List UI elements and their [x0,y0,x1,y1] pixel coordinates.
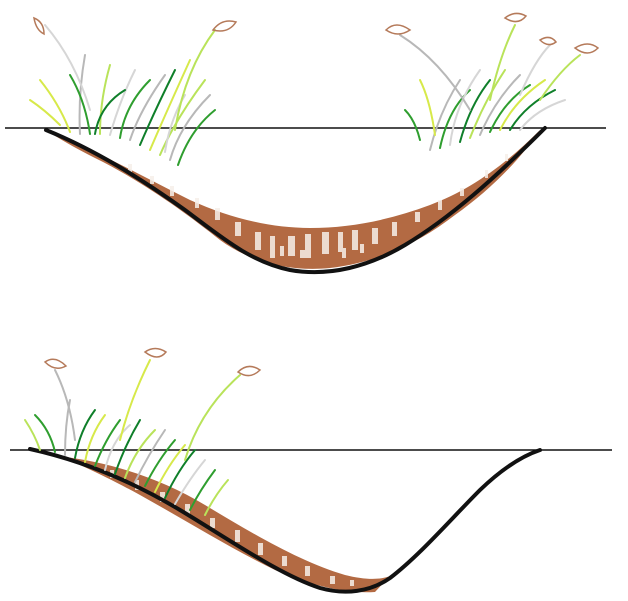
grass-icon [100,65,110,134]
grass-icon [75,410,95,458]
seed-head-icon [213,21,236,31]
grass-icon [460,80,490,142]
grass-icon [205,480,228,515]
grass-icon [400,35,470,110]
bottom-left-seed-heads [45,349,260,376]
grass-icon [185,375,240,460]
grass-icon [40,80,70,132]
seed-head-icon [575,44,598,53]
grass-icon [165,450,195,498]
top-left-grass-clump [30,25,215,165]
grass-icon [420,80,435,135]
grass-icon [135,430,165,482]
grass-icon [178,110,215,165]
grass-icon [405,110,420,140]
seed-head-icon [145,349,166,358]
bottom-sediment-fill [58,456,390,592]
grass-icon [520,100,565,130]
seed-head-icon [238,366,260,375]
seed-head-icon [34,18,44,34]
bottom-panel [10,349,612,593]
seed-head-icon [386,25,410,34]
seed-head-icon [540,37,556,44]
top-panel [5,13,606,272]
grass-icon [25,420,40,450]
grass-icon [540,55,580,100]
grass-icon [430,80,460,150]
bottom-left-grass-clump [25,360,240,515]
seed-head-icon [505,13,526,21]
grass-icon [150,60,190,150]
top-left-seed-heads [34,18,236,34]
seed-head-icon [45,359,66,368]
